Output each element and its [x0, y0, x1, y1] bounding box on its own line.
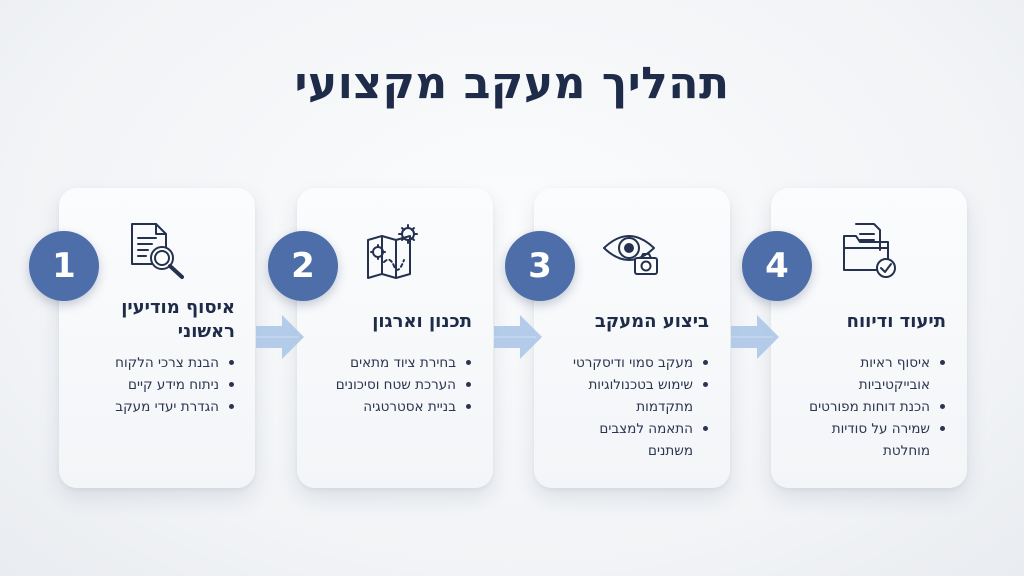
list-item: הערכת שטח וסיכונים	[306, 374, 474, 396]
folder-check-icon	[840, 220, 900, 280]
page-title: תהליך מעקב מקצועי	[294, 58, 730, 109]
list-item: הגדרת יעדי מעקב	[77, 396, 237, 418]
step-number-badge: 4	[742, 231, 812, 301]
list-item: התאמה למצבים משתנים	[561, 418, 711, 462]
step-title: תכנון וארגון	[372, 311, 472, 332]
list-item: מעקב סמוי ודיסקרטי	[561, 352, 711, 374]
list-item: ניתוח מידע קיים	[77, 374, 237, 396]
step-bullet-list: מעקב סמוי ודיסקרטי שימוש בטכנולוגיות מתק…	[561, 352, 711, 462]
step-card-2	[297, 188, 493, 488]
step-bullet-list: איסוף ראיות אובייקטיביות הכנת דוחות מפור…	[793, 352, 948, 462]
list-item: שמירה על סודיות מוחלטת	[793, 418, 948, 462]
list-item: שימוש בטכנולוגיות מתקדמות	[561, 374, 711, 418]
list-item: בניית אסטרטגיה	[306, 396, 474, 418]
step-number-badge: 1	[29, 231, 99, 301]
step-title: ביצוע המעקב	[594, 311, 709, 332]
chevron-right-icon	[254, 312, 306, 362]
step-title: איסוף מודיעין ראשוני	[121, 297, 235, 342]
chevron-right-icon	[729, 312, 781, 362]
step-bullet-list: הבנת צרכי הלקוח ניתוח מידע קיים הגדרת יע…	[77, 352, 237, 418]
document-search-icon	[126, 220, 186, 280]
map-gears-icon	[364, 222, 424, 282]
step-number-badge: 2	[268, 231, 338, 301]
list-item: הכנת דוחות מפורטים	[793, 396, 948, 418]
eye-camera-icon	[601, 222, 661, 282]
step-number-badge: 3	[505, 231, 575, 301]
list-item: הבנת צרכי הלקוח	[77, 352, 237, 374]
step-bullet-list: בחירת ציוד מתאים הערכת שטח וסיכונים בניי…	[306, 352, 474, 418]
chevron-right-icon	[492, 312, 544, 362]
list-item: איסוף ראיות אובייקטיביות	[793, 352, 948, 396]
list-item: בחירת ציוד מתאים	[306, 352, 474, 374]
step-card-4	[771, 188, 967, 488]
step-title: תיעוד ודיווח	[846, 311, 946, 332]
